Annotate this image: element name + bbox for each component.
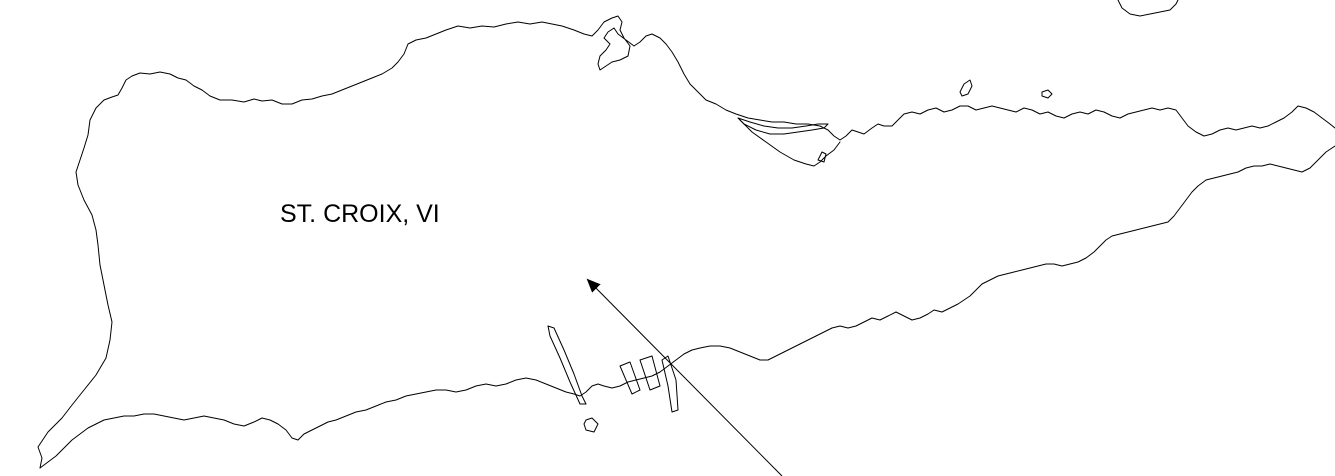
north-spit [737,117,829,135]
pointer-arrow [586,278,783,476]
harbor-pier-east [661,355,679,413]
harbor-pier-west [547,325,587,405]
islet-south [583,417,599,433]
harbor-pier-a [619,361,641,395]
north-islet-small [817,151,827,163]
harbor-pier-b [639,355,661,391]
map-place-label: ST. CROIX, VI [280,200,440,228]
island-coastline [37,15,1335,469]
islet-northeast [1117,0,1179,17]
islet-north-a [959,79,973,97]
north-inlet [739,119,841,167]
islet-north-b [1041,89,1053,99]
island-coastline-south [39,145,1335,469]
